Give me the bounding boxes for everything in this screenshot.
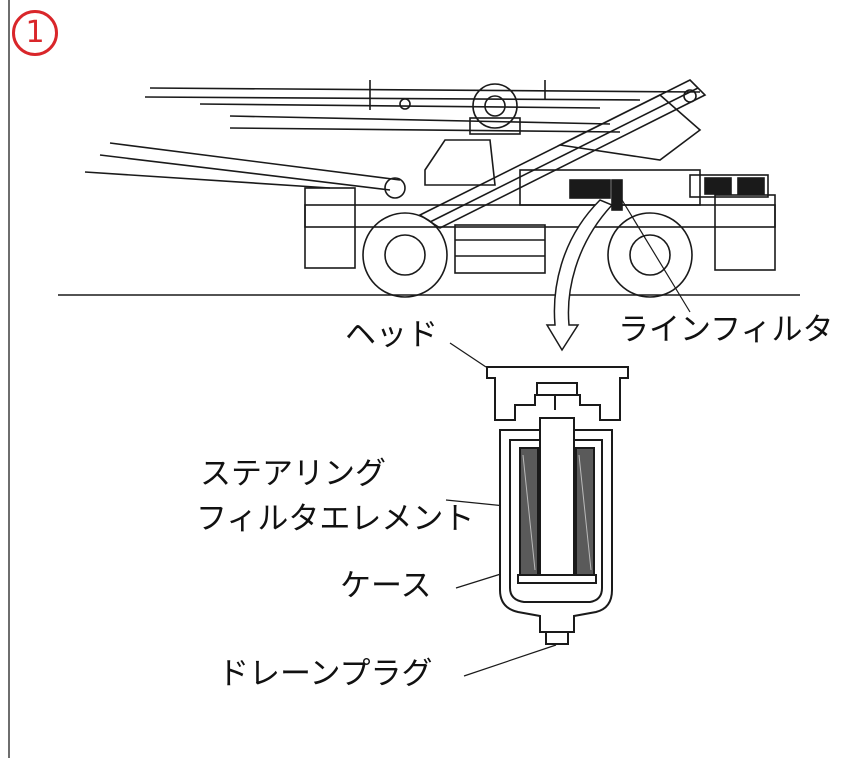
steering-filter-label-line1: ステアリング	[200, 456, 386, 492]
filter-cross-section	[486, 366, 629, 645]
step-number-circle: 1	[12, 10, 58, 56]
left-border-line	[8, 0, 10, 758]
crane-illustration	[58, 79, 800, 298]
step-number: 1	[25, 15, 45, 50]
steering-filter-label-line2: フィルタエレメント	[196, 501, 475, 537]
case-label: ケース	[340, 568, 432, 604]
zoom-arrow	[545, 199, 614, 352]
line-filter-label: ラインフィルタ	[618, 312, 834, 348]
head-label: ヘッド	[345, 317, 438, 353]
drain-plug-label: ドレーンプラグ	[218, 656, 433, 692]
